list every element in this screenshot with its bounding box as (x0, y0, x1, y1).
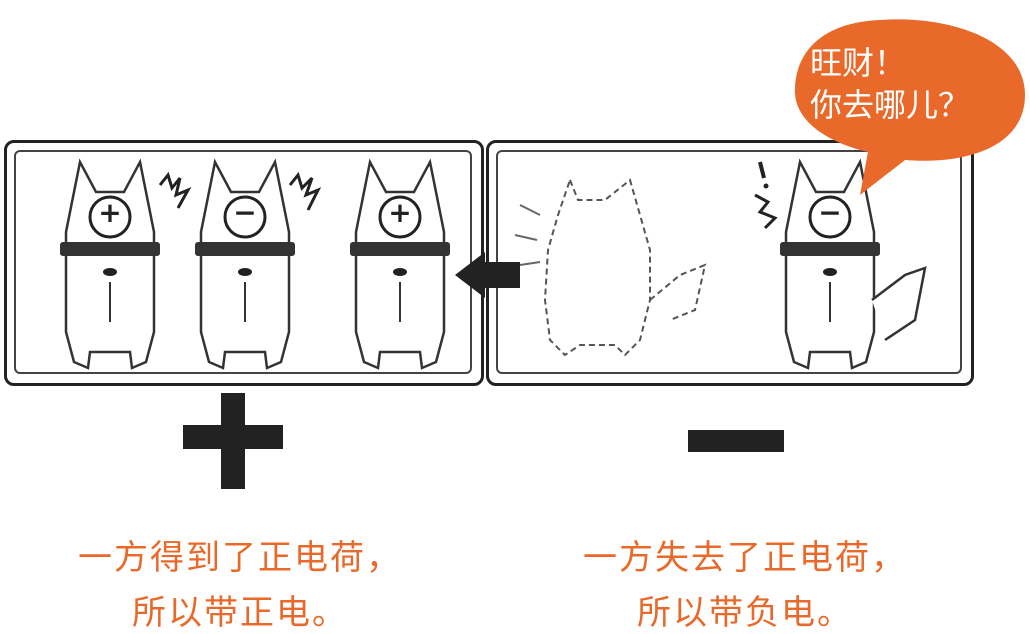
speech-line-1: 旺财！ (810, 44, 907, 82)
left-caption-line-2: 所以带正电。 (132, 593, 348, 633)
left-arrow-icon (455, 252, 520, 298)
minus-symbol (688, 430, 784, 452)
plus-vertical (221, 393, 245, 489)
speech-bubble-text: 旺财！ 你去哪儿？ (810, 42, 970, 126)
right-comic-panel (486, 140, 974, 386)
badge-charge-2: − (233, 196, 257, 229)
dog-4 (778, 160, 882, 370)
speech-bubble (794, 19, 1025, 195)
right-caption-line-2: 所以带负电。 (637, 593, 853, 633)
badge-charge-1: + (98, 196, 122, 229)
right-caption-line-1: 一方失去了正电荷， (583, 538, 907, 578)
dog-3 (348, 160, 452, 370)
left-caption-line-1: 一方得到了正电荷， (78, 538, 402, 578)
zigzag-mark-1 (158, 171, 192, 209)
dog-1 (58, 160, 162, 370)
badge-charge-3: + (388, 196, 412, 229)
speech-line-2: 你去哪儿？ (810, 86, 971, 124)
dog-2 (193, 160, 297, 370)
zigzag-mark-2 (288, 171, 322, 211)
badge-charge-4: − (818, 196, 842, 229)
ghost-dog-outline (543, 177, 651, 357)
left-panel-inner (14, 150, 472, 374)
